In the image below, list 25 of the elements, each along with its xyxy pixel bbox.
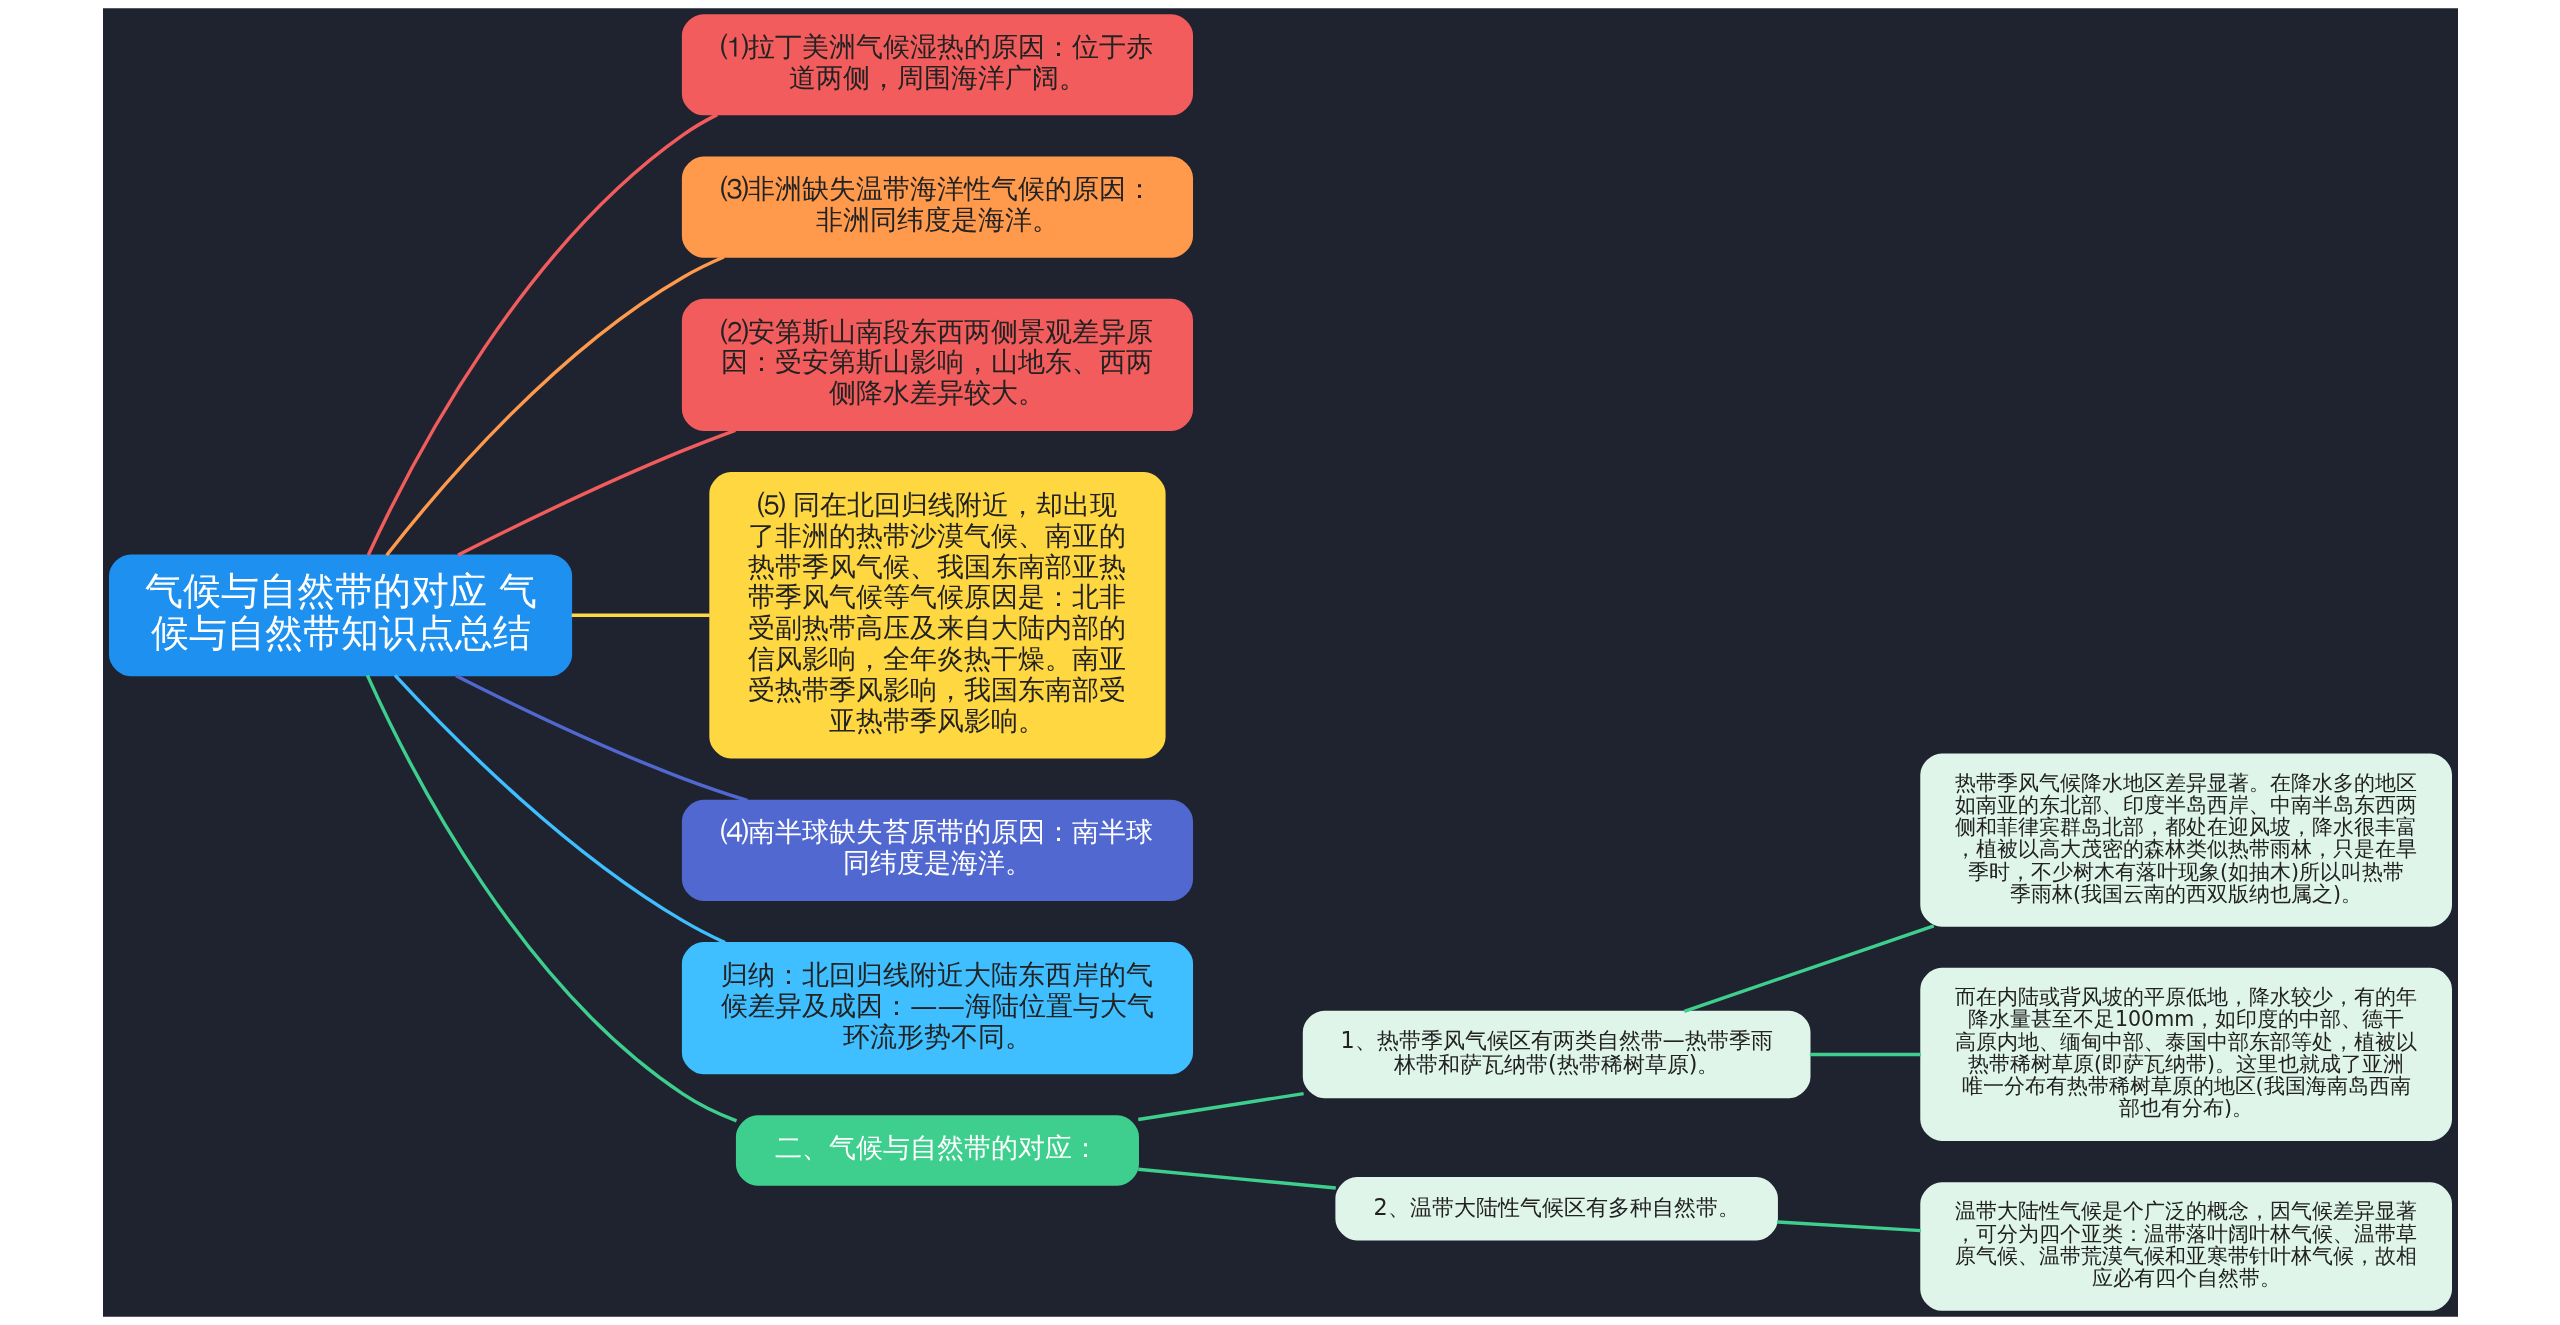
connector — [1683, 924, 1934, 1013]
node-box: 归纳：北回归线附近大陆东西岸的气候差异及成因：——海陆位置与大气环流形势不同。 — [681, 942, 1193, 1075]
connector — [1137, 1091, 1304, 1122]
node-box: 2、温带大陆性气候区有多种自然带。 — [1334, 1177, 1778, 1241]
node-box: ⑵安第斯山南段东西两侧景观差异原因：受安第斯山影响，山地东、西两侧降水差异较大。 — [681, 298, 1193, 431]
connector — [1776, 1220, 1921, 1233]
connector — [571, 613, 710, 618]
node-box: ⑶非洲缺失温带海洋性气候的原因：非洲同纬度是海洋。 — [681, 156, 1193, 258]
connector — [365, 674, 737, 1123]
connector — [366, 113, 718, 556]
connector — [1809, 1052, 1921, 1057]
node-box: 温带大陆性气候是个广泛的概念，因气候差异显著，可分为四个亚类：温带落叶阔叶林气候、温带草原气候、温带荒漠气候和亚寒带针叶林气候，故相应必有四个自然带。 — [1919, 1182, 2452, 1311]
node-box: ⑴拉丁美洲气候湿热的原因：位于赤道两侧，周围海洋广阔。 — [681, 14, 1193, 116]
node-box: 热带季风气候降水地区差异显著。在降水多的地区如南亚的东北部、印度半岛西岸、中南半岛东西两侧和菲律宾群岛北部，都处在迎风坡，降水很丰富，植被以高大茂密的森林类似热带雨林，只是在旱季时，不少树木有落叶现象(如抽木)所以叫热带季雨林(我国云南的西双版纳也属之)。 — [1919, 753, 2452, 927]
node-box: 二、气候与自然带的对应： — [735, 1115, 1139, 1186]
node-box: 而在内陆或背风坡的平原低地，降水较少，有的年降水量甚至不足100mm，如印度的中部、德干高原内地、缅甸中部、泰国中部东部等处，植被以热带稀树草原(即萨瓦纳带)。这里也就成了亚洲唯一分布有热带稀树草原的地区(我国海南岛西南部也有分布)。 — [1919, 967, 2452, 1142]
connector — [1137, 1167, 1336, 1190]
connector — [456, 428, 736, 557]
connector — [393, 674, 726, 945]
node-box: 气候与自然带的对应 气候与自然带知识点总结 — [108, 554, 572, 677]
node-box: 1、热带季风气候区有两类自然带—热带季雨林带和萨瓦纳带(热带稀树草原)。 — [1302, 1010, 1810, 1099]
node-box: ⑸ 同在北回归线附近，却出现了非洲的热带沙漠气候、南亚的热带季风气候、我国东南部亚热带季风气候等气候原因是：北非受副热带高压及来自大陆内部的信风影响，全年炎热干燥。南亚受热带季风影响，我国东南部受亚热带季风影响。 — [708, 472, 1166, 759]
node-box: ⑷南半球缺失苔原带的原因：南半球同纬度是海洋。 — [681, 799, 1193, 901]
connector — [454, 674, 748, 803]
connector — [384, 255, 725, 557]
